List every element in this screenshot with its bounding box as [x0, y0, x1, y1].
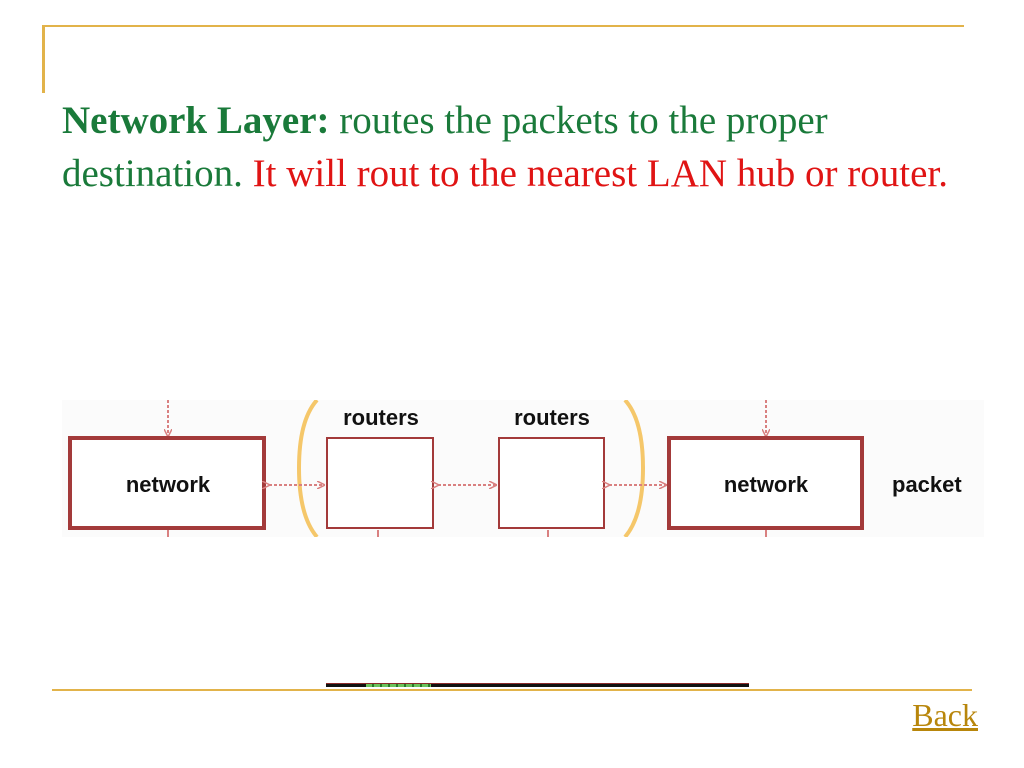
slide-progress-fill	[366, 684, 431, 687]
slide-text-plain: routes the packets to the proper destina…	[62, 99, 828, 195]
network-layer-diagram: network routers routers network packet	[62, 400, 984, 537]
label-network-right: network	[724, 472, 809, 497]
right-bracket	[623, 400, 646, 537]
network-diagram-svg: network routers routers network packet	[68, 400, 962, 537]
back-link[interactable]: Back	[912, 697, 978, 733]
network-box-left	[68, 436, 266, 530]
slide-body-text: Network Layer: routes the packets to the…	[62, 94, 982, 200]
label-routers-2: routers	[514, 405, 590, 430]
router-box-1	[326, 437, 434, 529]
label-routers-1: routers	[343, 405, 419, 430]
frame-left-line	[42, 25, 45, 93]
label-network-left: network	[126, 472, 211, 497]
left-bracket	[296, 400, 319, 537]
slide-text-highlight: It will rout to the nearest LAN hub or r…	[252, 152, 948, 195]
network-box-right	[667, 436, 864, 530]
slide-heading: Network Layer:	[62, 99, 330, 142]
label-packet: packet	[892, 472, 962, 497]
slide-progress-bar	[326, 683, 749, 687]
router-box-2	[498, 437, 605, 529]
frame-bottom-line	[52, 689, 972, 691]
frame-top-line	[42, 25, 964, 27]
